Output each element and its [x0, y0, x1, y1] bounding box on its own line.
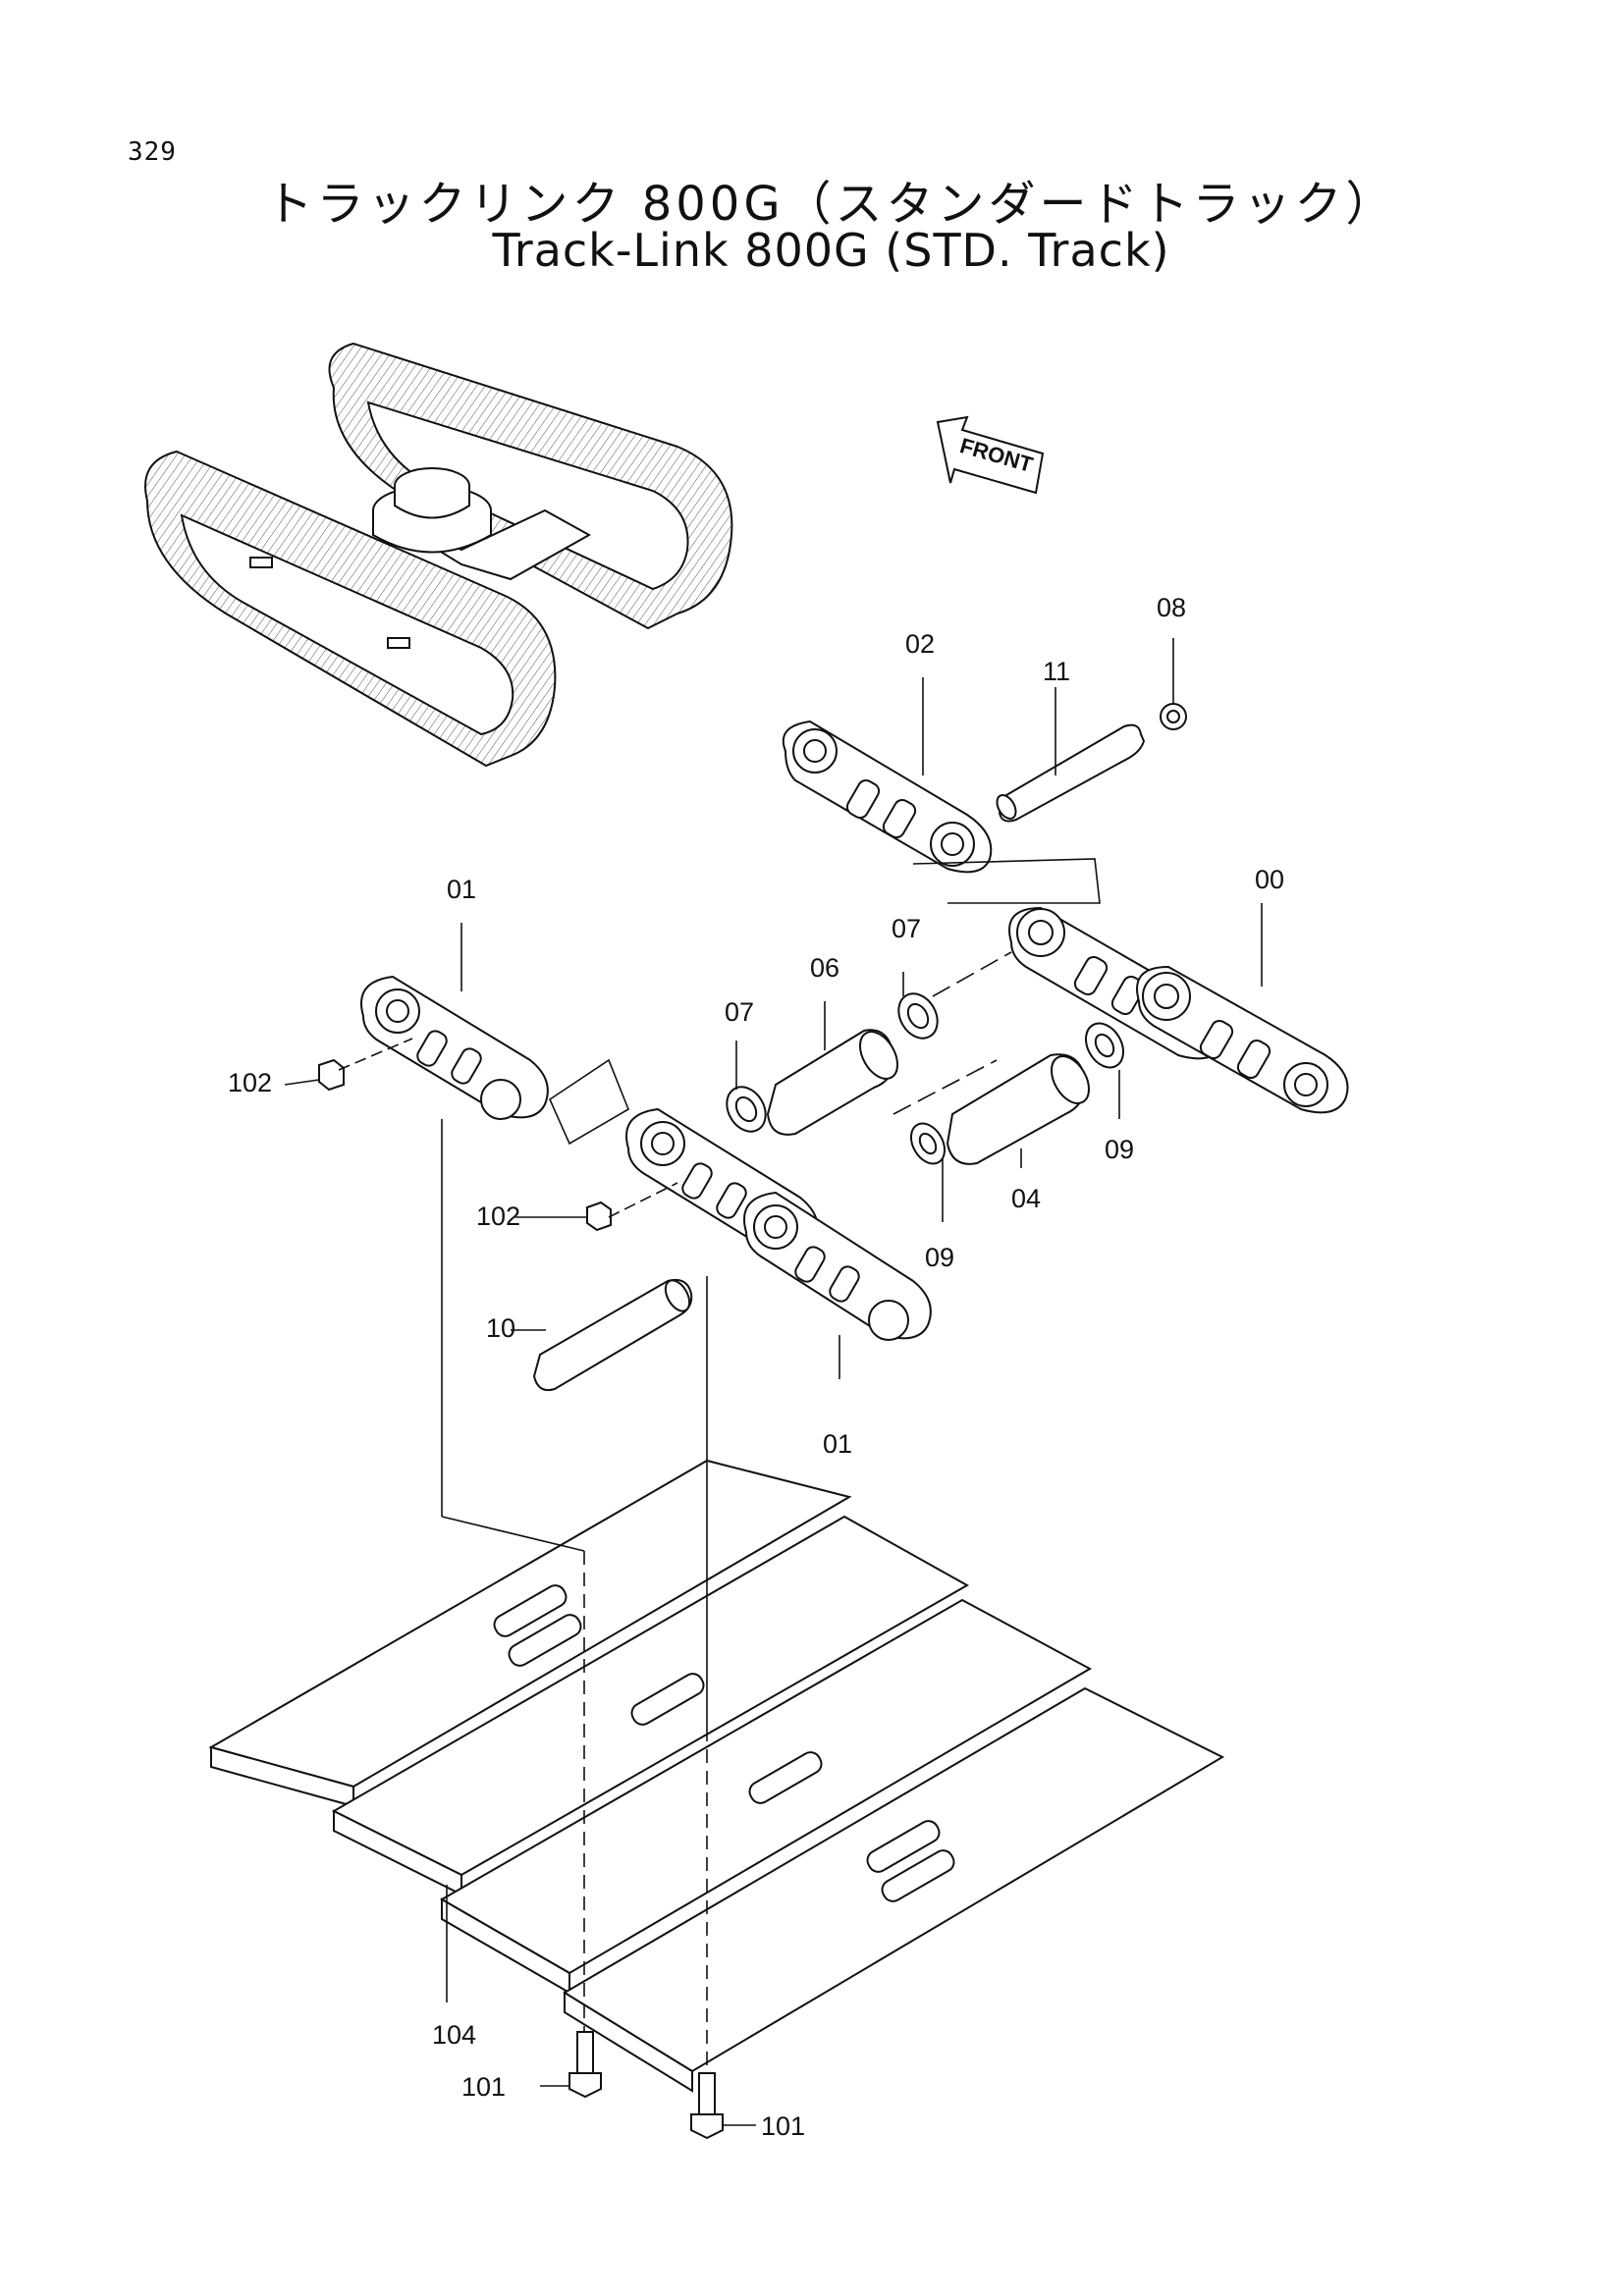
- part-08-snap-ring: [1160, 703, 1187, 730]
- part-09-seal-right: [1085, 1022, 1124, 1069]
- callout-11: 11: [1043, 657, 1070, 686]
- callout-07-right: 07: [892, 914, 921, 943]
- callout-01-top: 01: [447, 875, 476, 904]
- callout-09-left: 09: [925, 1243, 954, 1272]
- part-11-master-pin: [996, 723, 1146, 823]
- part-00-master-link: [1008, 906, 1349, 1114]
- part-07-seal-left: [726, 1086, 767, 1133]
- callout-102-bottom: 102: [476, 1201, 520, 1231]
- part-01-link-left: [360, 975, 549, 1120]
- undercarriage-overview: [144, 342, 733, 768]
- front-direction-arrow: FRONT: [936, 415, 1045, 495]
- part-104-track-shoes: [208, 1459, 1225, 2093]
- callout-labels: 00 01 01 02 04 06 07 07 08 09 09 10 11 1…: [228, 593, 1284, 2141]
- leader-lines: [284, 638, 1263, 2126]
- callout-02: 02: [905, 629, 935, 659]
- callout-04: 04: [1011, 1184, 1041, 1213]
- title-english: Track-Link 800G (STD. Track): [492, 224, 1170, 277]
- callout-09-right: 09: [1105, 1135, 1134, 1164]
- page-number: 329: [128, 137, 177, 167]
- part-04-bushing: [946, 1053, 1090, 1165]
- callout-104: 104: [432, 2020, 476, 2050]
- title-japanese: トラックリンク 800G（スタンダードトラック）: [265, 177, 1397, 232]
- callout-06: 06: [810, 953, 839, 983]
- callout-101-left: 101: [461, 2072, 506, 2102]
- part-01-link-center: [625, 1107, 932, 1341]
- callout-10: 10: [486, 1313, 515, 1343]
- part-02-link: [782, 720, 993, 874]
- callout-00: 00: [1255, 865, 1284, 894]
- part-102-nut-top: [318, 1058, 345, 1092]
- part-101-bolt-right: [690, 2072, 724, 2140]
- part-06-bushing: [766, 1029, 898, 1136]
- part-09-seal-left: [909, 1122, 947, 1165]
- callout-01-bottom: 01: [823, 1429, 852, 1459]
- part-07-seal-right: [897, 992, 939, 1040]
- callout-07-left: 07: [725, 997, 754, 1027]
- callout-102-top: 102: [228, 1068, 272, 1097]
- part-10-pin: [532, 1278, 693, 1392]
- part-102-nut-bottom: [586, 1201, 612, 1232]
- callout-101-right: 101: [761, 2111, 805, 2141]
- callout-08: 08: [1157, 593, 1186, 622]
- part-101-bolt-left: [568, 2031, 602, 2099]
